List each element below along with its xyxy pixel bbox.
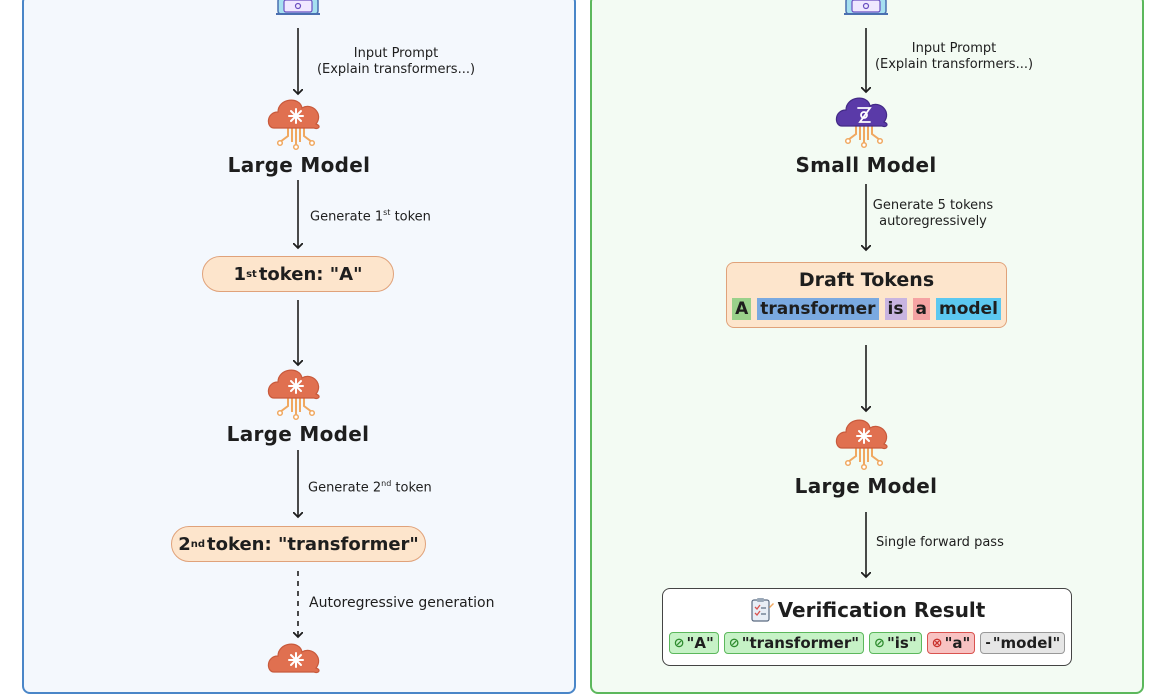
dash-icon: -: [985, 635, 991, 651]
small-model-cloud-icon: [835, 97, 888, 149]
small-model-label: Small Model: [795, 153, 937, 177]
verification-chip-row: ⊘"A"⊘"transformer"⊘"is"⊗"a"- "model": [663, 632, 1071, 654]
single-forward-pass-label: Single forward pass: [876, 535, 1004, 550]
verification-chip-text: "is": [886, 634, 917, 652]
large-model-cloud-icon: [835, 419, 888, 471]
verification-result-box: Verification Result ⊘"A"⊘"transformer"⊘"…: [662, 588, 1072, 666]
verification-chip-text: "A": [686, 634, 714, 652]
verification-chip-ok: ⊘"transformer": [723, 632, 865, 654]
verification-chip-text: "transformer": [741, 634, 860, 652]
large-model-label: Large Model: [794, 474, 938, 498]
large-model-cloud-icon: [267, 643, 320, 674]
draft-tokens-title: Draft Tokens: [798, 269, 935, 291]
draft-token: A: [732, 298, 752, 320]
large-model-cloud-icon: [267, 99, 320, 151]
large-model-cloud-icon: [267, 369, 320, 421]
verification-title: Verification Result: [663, 597, 1071, 623]
verification-chip-text: "model": [992, 634, 1061, 652]
draft-token: a: [912, 298, 930, 320]
input-prompt-label: Input Prompt(Explain transformers...): [874, 41, 1034, 72]
verification-chip-text: "a": [944, 634, 971, 652]
diagram-graphics: [267, 0, 889, 674]
verification-chip-skip: - "model": [980, 632, 1066, 654]
generate-second-token-label: Generate 2nd token: [308, 479, 432, 496]
large-model-label: Large Model: [227, 153, 371, 177]
verification-chip-ok: ⊘"A": [668, 632, 719, 654]
draft-token: model: [935, 298, 1001, 320]
autoregressive-generation-label: Autoregressive generation: [309, 595, 495, 611]
verification-chip-ok: ⊘"is": [869, 632, 922, 654]
check-circle-icon: ⊘: [728, 635, 740, 651]
x-circle-icon: ⊗: [931, 635, 943, 651]
generate-first-token-label: Generate 1st token: [310, 208, 431, 225]
clipboard-checklist-icon: [751, 598, 774, 622]
draft-token: transformer: [757, 298, 879, 320]
verification-chip-bad: ⊗"a": [926, 632, 976, 654]
laptop-icon: [275, 0, 321, 15]
check-circle-icon: ⊘: [673, 635, 685, 651]
large-model-label: Large Model: [226, 422, 370, 446]
laptop-icon: [843, 0, 889, 15]
input-prompt-label: Input Prompt(Explain transformers...): [316, 46, 476, 77]
draft-token: is: [884, 298, 907, 320]
check-circle-icon: ⊘: [874, 635, 885, 651]
